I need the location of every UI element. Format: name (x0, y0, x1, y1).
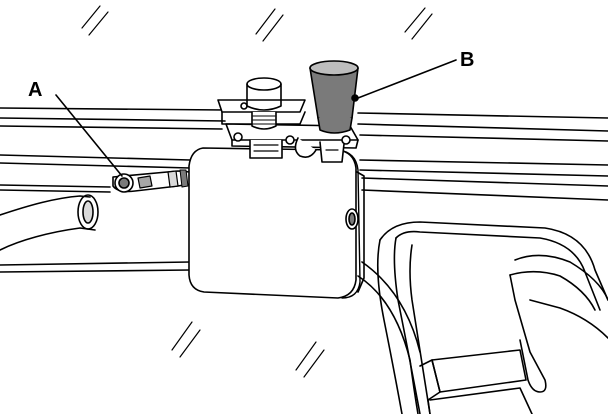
left-grab-handle (0, 194, 191, 273)
mirror-housing (188, 147, 365, 299)
lever-part-a (112, 169, 191, 193)
callout-b-leader (357, 59, 457, 99)
mounting-bolt (246, 77, 282, 130)
headliner-trim (357, 261, 421, 414)
callout-a-leader (55, 94, 123, 177)
callout-label-b: B (460, 49, 474, 71)
knob-part-b (309, 60, 359, 134)
seat-headrest (376, 221, 608, 414)
ceiling-rail (0, 107, 608, 201)
callout-label-a: A (28, 79, 42, 101)
glass-reflection-marks (81, 5, 433, 378)
